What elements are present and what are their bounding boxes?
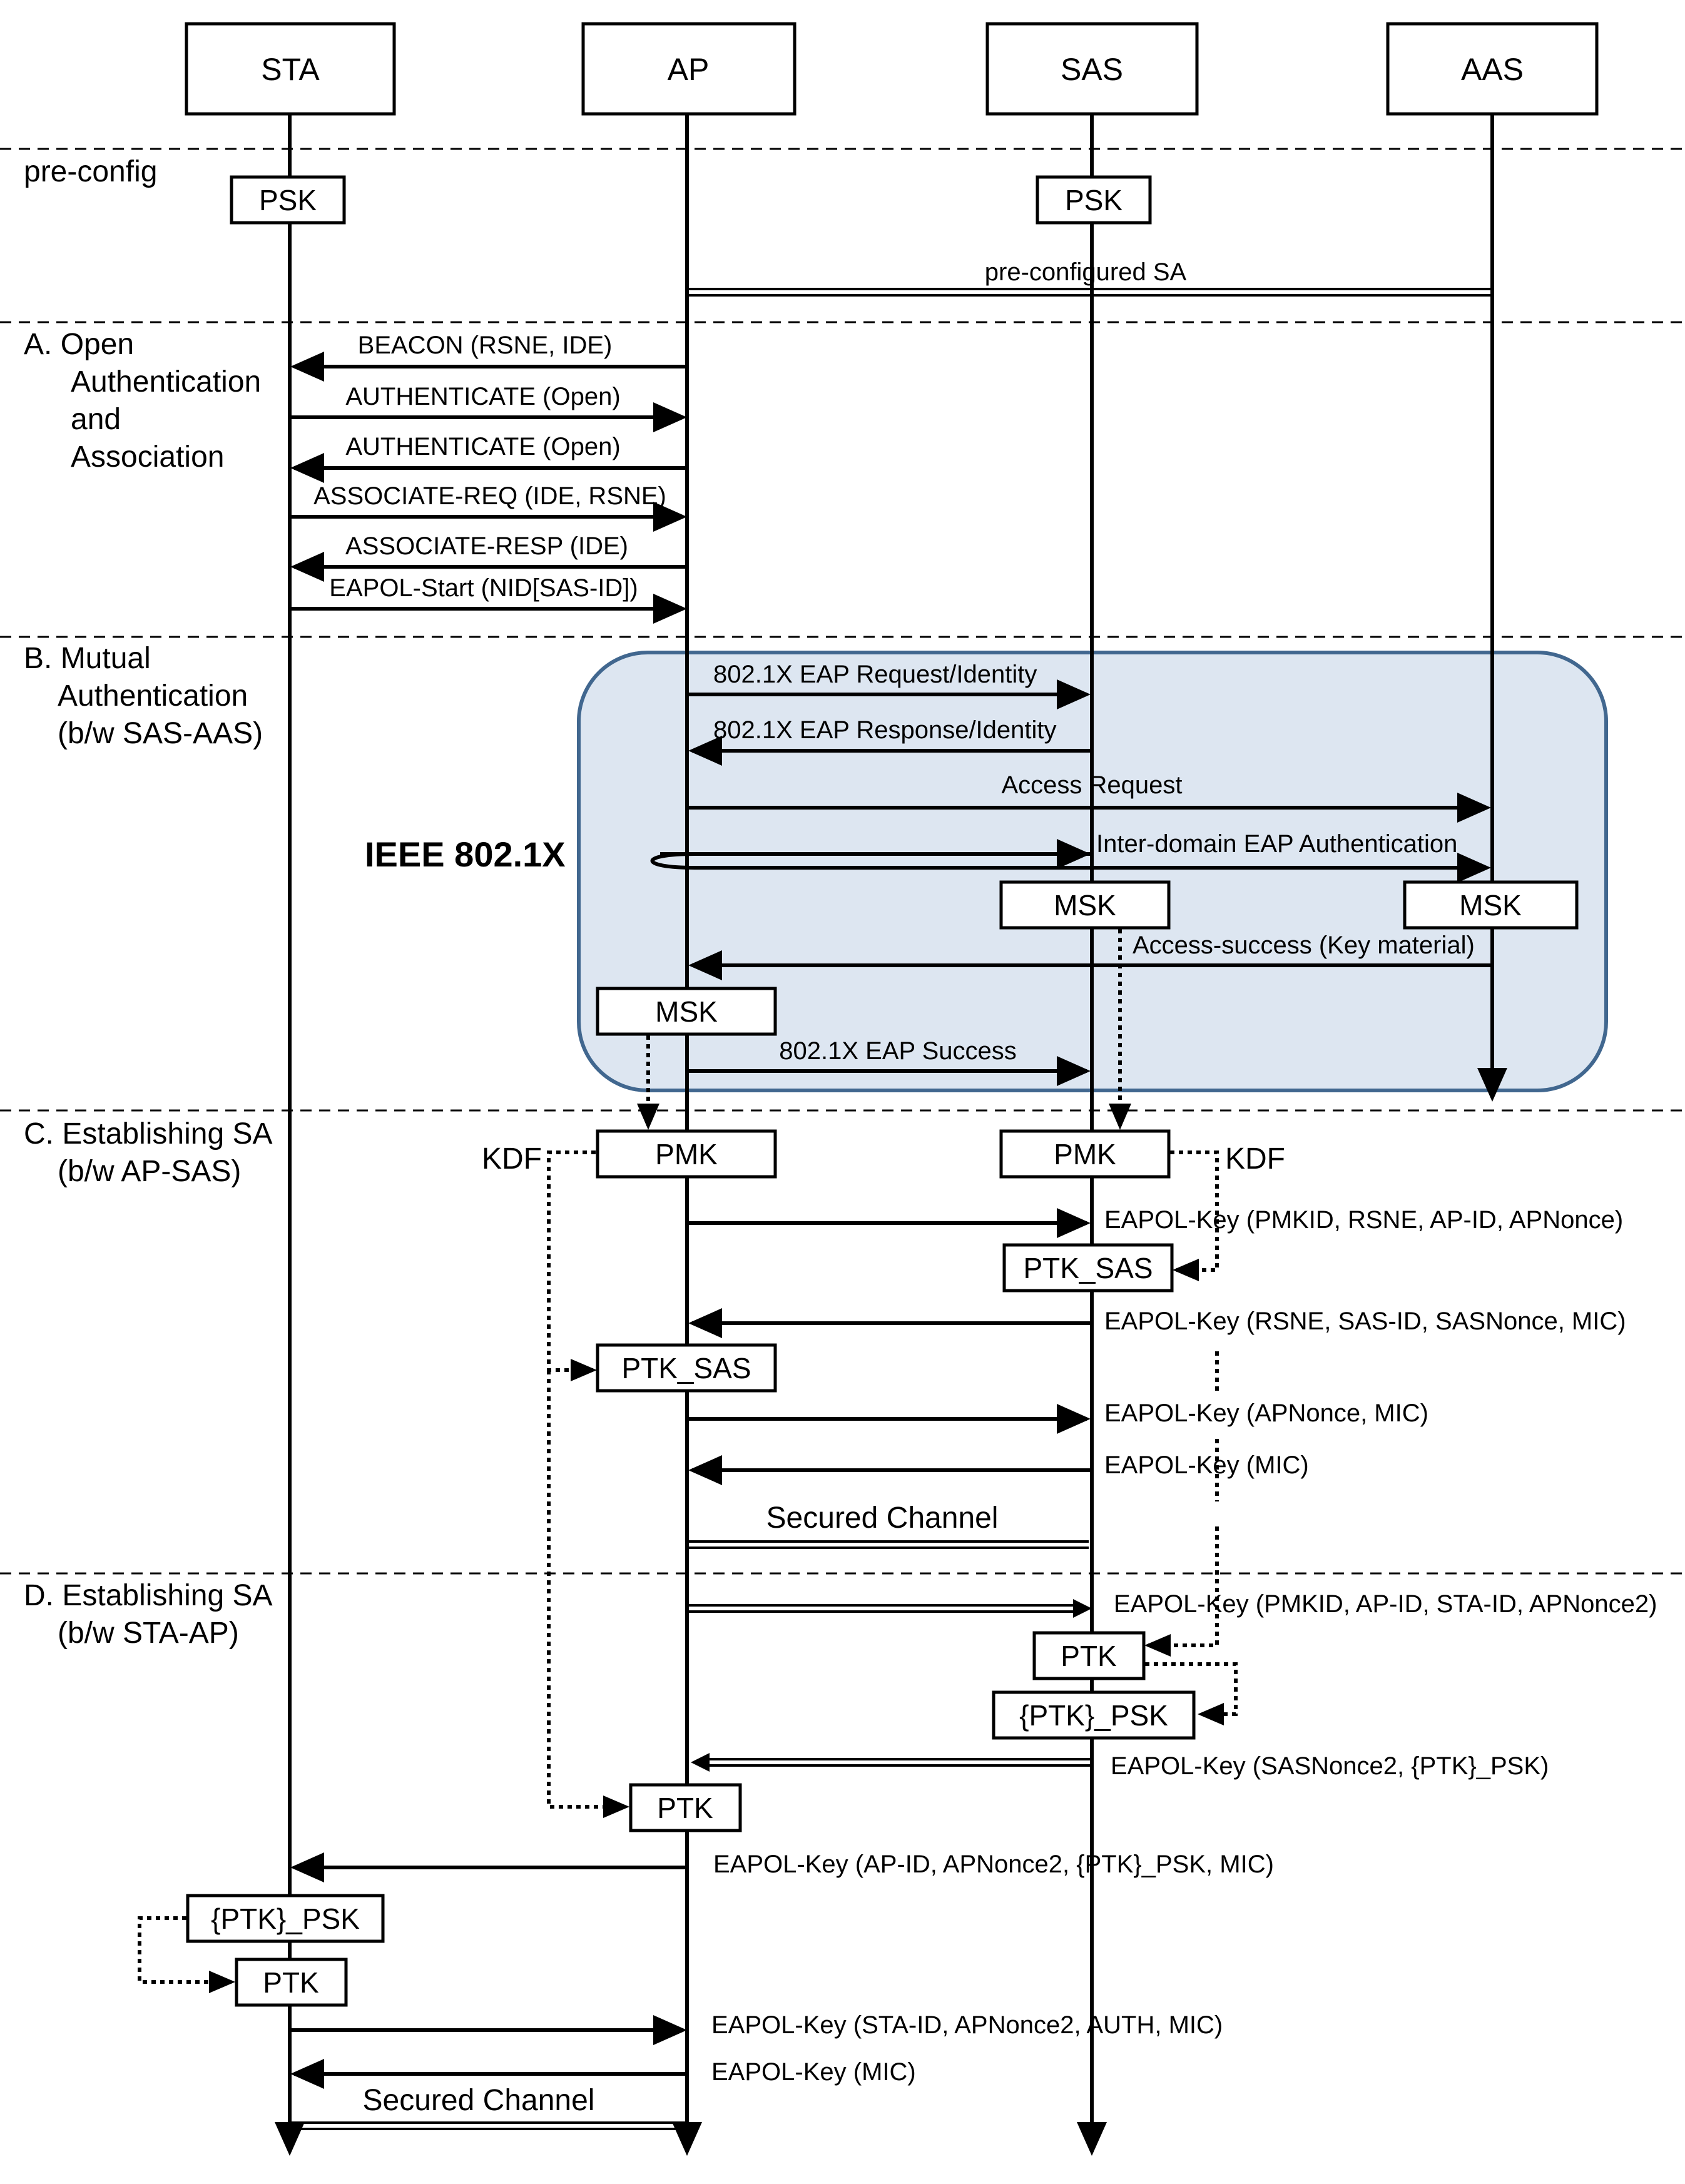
sta-ptk-psk-label: {PTK}_PSK (211, 1902, 360, 1935)
sas-ptk-sas-box (1002, 1243, 1174, 1293)
section-d-line1: D. Establishing SA (24, 1579, 273, 1612)
msg-eap-response-identity: 802.1X EAP Response/Identity (713, 716, 1057, 744)
msg-eapol-key-mic-1: EAPOL-Key (MIC) (1104, 1451, 1309, 1479)
entity-label-sas: SAS (1061, 52, 1123, 87)
msg-associate-resp: ASSOCIATE-RESP (IDE) (345, 532, 628, 560)
section-b-line3: (b/w SAS-AAS) (58, 717, 263, 750)
aas-msk-label: MSK (1459, 889, 1522, 922)
entity-label-aas: AAS (1461, 52, 1524, 87)
sta-psk-label: PSK (259, 184, 317, 216)
msg-access-request: Access Request (1001, 771, 1182, 799)
section-c-line2: (b/w AP-SAS) (58, 1155, 241, 1188)
entity-box-aas (1386, 22, 1599, 116)
sta-psk-box (230, 175, 346, 225)
msg-authenticate-2: AUTHENTICATE (Open) (345, 433, 620, 460)
msg-eapol-key-1: EAPOL-Key (PMKID, RSNE, AP-ID, APNonce) (1104, 1206, 1623, 1234)
section-a-arrows (290, 352, 687, 624)
sas-kdf-label: KDF (1225, 1142, 1285, 1176)
ap-ptk-sas-box (596, 1343, 777, 1393)
secured-channel-sta-ap-label: Secured Channel (363, 2084, 595, 2117)
section-a-line3: and (71, 403, 121, 436)
entity-box-sas (985, 22, 1199, 116)
entity-box-ap (581, 22, 797, 116)
msg-eapol-key-3: EAPOL-Key (APNonce, MIC) (1104, 1399, 1428, 1427)
section-d-arrows (290, 1852, 687, 2089)
msg-associate-req: ASSOCIATE-REQ (IDE, RSNE) (313, 482, 666, 510)
sta-ptk-psk-box (186, 1894, 385, 1943)
section-b-line1: B. Mutual (24, 642, 151, 675)
section-a-line4: Association (71, 440, 224, 474)
section-d-line2: (b/w STA-AP) (58, 1617, 239, 1650)
entity-headers: STA AP SAS AAS (185, 22, 1599, 116)
section-b-line2: Authentication (58, 679, 248, 713)
sas-ptk-label: PTK (1061, 1640, 1117, 1672)
msg-inter-domain-eap: Inter-domain EAP Authentication (1096, 830, 1457, 858)
section-c-line1: C. Establishing SA (24, 1117, 273, 1150)
sas-ptk-psk-label: {PTK}_PSK (1019, 1699, 1168, 1732)
sas-msk-box (999, 880, 1171, 930)
msg-eapol-key-7: EAPOL-Key (AP-ID, APNonce2, {PTK}_PSK, M… (713, 1851, 1274, 1878)
sas-ptk-box (1032, 1631, 1146, 1680)
sas-ptk-psk-box (992, 1690, 1196, 1740)
ap-ptk-box (629, 1783, 742, 1832)
ap-pmk-label: PMK (655, 1138, 718, 1171)
msg-eapol-key-8: EAPOL-Key (STA-ID, APNonce2, AUTH, MIC) (711, 2011, 1223, 2039)
section-b-arrows (650, 679, 1492, 1086)
msg-eapol-key-5: EAPOL-Key (PMKID, AP-ID, STA-ID, APNonce… (1114, 1590, 1657, 1618)
section-c-arrows (687, 1208, 1092, 1485)
msg-eap-request-identity: 802.1X EAP Request/Identity (713, 661, 1037, 688)
ap-msk-label: MSK (655, 995, 718, 1028)
entity-label-ap: AP (668, 52, 710, 87)
preconfigured-sa-label: pre-configured SA (985, 258, 1187, 286)
section-a-line1: A. Open (24, 328, 134, 361)
secured-channel-ap-sas (687, 1540, 1089, 1549)
entity-box-sta (185, 22, 396, 116)
preconfigured-sa-line (687, 288, 1492, 297)
sta-ptk-box (235, 1958, 348, 2007)
aas-msk-box (1403, 880, 1579, 930)
msg-beacon: BEACON (RSNE, IDE) (358, 332, 613, 359)
sas-pmk-box (999, 1129, 1171, 1179)
ap-kdf-bracket (547, 1150, 629, 1818)
ap-ptk-sas-label: PTK_SAS (621, 1352, 751, 1384)
sas-pmk-label: PMK (1054, 1138, 1116, 1171)
ieee-8021x-label: IEEE 802.1X (365, 835, 566, 874)
msk-to-pmk-arrows (637, 929, 1131, 1130)
section-preconfig-label: pre-config (24, 155, 157, 188)
sta-ptk-label: PTK (263, 1966, 319, 1999)
msg-access-success: Access-success (Key material) (1133, 932, 1475, 959)
sas-ptk-sas-label: PTK_SAS (1023, 1252, 1153, 1284)
msg-eapol-key-6: EAPOL-Key (SASNonce2, {PTK}_PSK) (1111, 1752, 1549, 1780)
msg-eapol-start: EAPOL-Start (NID[SAS-ID]) (329, 574, 638, 602)
section-d-double-arrows (687, 1604, 1092, 1767)
msg-eapol-key-mic-2: EAPOL-Key (MIC) (711, 2058, 916, 2086)
msg-authenticate-1: AUTHENTICATE (Open) (345, 383, 620, 410)
msg-eapol-key-2: EAPOL-Key (RSNE, SAS-ID, SASNonce, MIC) (1104, 1308, 1626, 1335)
ap-kdf-label: KDF (482, 1142, 542, 1176)
ap-ptk-label: PTK (657, 1792, 713, 1824)
msg-eap-success: 802.1X EAP Success (779, 1037, 1017, 1065)
sas-kdf-bracket (1144, 1150, 1238, 1725)
lifelines (275, 114, 1507, 2156)
sas-psk-label: PSK (1065, 184, 1122, 216)
secured-channel-sta-ap (290, 2121, 687, 2130)
double-arrow-head-key5 (1073, 1599, 1092, 1618)
double-arrow-head-key6 (691, 1753, 710, 1772)
sas-msk-label: MSK (1054, 889, 1116, 922)
ap-msk-box (596, 987, 777, 1036)
ap-pmk-box (596, 1129, 777, 1179)
section-a-line2: Authentication (71, 365, 261, 399)
section-labels: pre-config A. Open Authentication and As… (24, 155, 273, 1650)
secured-channel-ap-sas-label: Secured Channel (766, 1501, 999, 1535)
entity-label-sta: STA (261, 52, 320, 87)
sta-ptk-derivation-arrow (138, 1916, 235, 1993)
sas-psk-box (1036, 175, 1152, 225)
